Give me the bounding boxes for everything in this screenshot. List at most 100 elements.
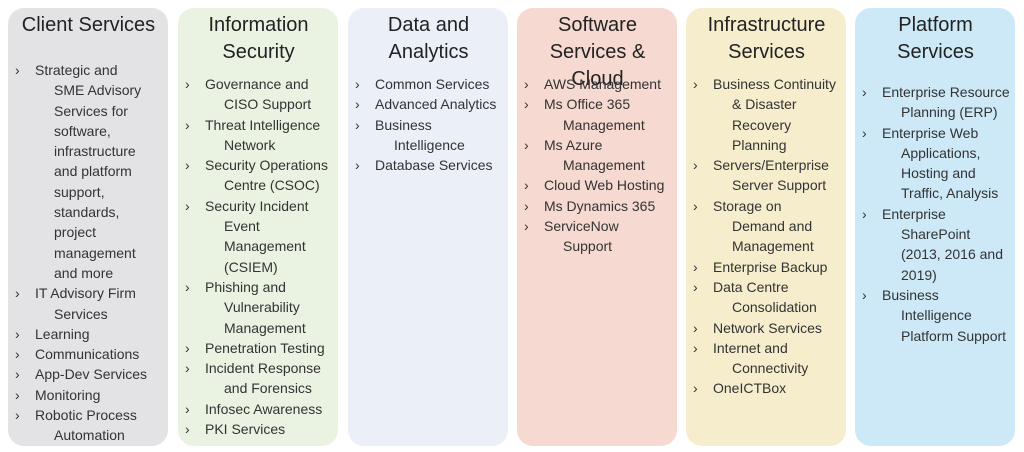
- list-item-line: IT Advisory Firm: [35, 285, 136, 302]
- list-item-text: Cloud Web Hosting: [544, 175, 673, 195]
- list-item-line: Server Support: [732, 177, 827, 194]
- list-item-line: Consolidation: [732, 299, 817, 316]
- chevron-right-icon: ›: [185, 197, 190, 214]
- column-title-line: Information: [208, 14, 309, 36]
- chevron-right-icon: ›: [185, 157, 190, 174]
- chevron-right-icon: ›: [15, 325, 20, 342]
- chevron-right-icon: ›: [693, 76, 698, 92]
- chevron-right-icon: ›: [185, 116, 190, 133]
- list-item-line: Communications: [35, 346, 140, 363]
- list-item-line: Ms Dynamics 365: [544, 197, 656, 214]
- list-item-line: Intelligence: [394, 136, 465, 153]
- chevron-right-icon: ›: [185, 360, 190, 377]
- chevron-right-icon: ›: [355, 116, 360, 133]
- list-item-line: software,: [54, 122, 111, 139]
- list-item-line: Enterprise: [882, 205, 946, 222]
- list-item-line: Ms Azure: [544, 136, 603, 153]
- list-item: › OneICTBox: [693, 378, 842, 398]
- chevron-right-icon: ›: [185, 400, 190, 417]
- list-item-line: AWS Management: [544, 76, 661, 92]
- chevron-right-icon: ›: [185, 76, 190, 92]
- list-item: › Ms Dynamics 365: [524, 196, 673, 216]
- list-item-line: CISO Support: [224, 96, 312, 113]
- chevron-right-icon: ›: [693, 380, 698, 397]
- list-item-line: Network Services: [713, 319, 822, 336]
- list-item-text: OneICTBox: [713, 378, 842, 398]
- list-item: ›PKI Services: [185, 419, 334, 439]
- chevron-right-icon: ›: [15, 386, 20, 403]
- list-item-line: Demand and: [732, 218, 813, 235]
- list-item-line: and platform: [54, 163, 132, 180]
- list-item-text: Ms Dynamics 365: [544, 196, 673, 216]
- list-item-line: support,: [54, 183, 105, 200]
- column-title-line: Software: [558, 14, 637, 36]
- list-item: ›AWS Management: [524, 74, 673, 94]
- chevron-right-icon: ›: [524, 197, 529, 214]
- list-item-text: App-Dev Services: [35, 364, 164, 384]
- list-item-line: Services: [54, 305, 108, 322]
- list-item-line: Incident Response: [205, 360, 321, 377]
- list-item-text: Enterprise Backup: [713, 257, 842, 277]
- list-item-line: Phishing and: [205, 278, 286, 295]
- list-item-line: App-Dev Services: [35, 366, 148, 383]
- column-title-line: Services: [897, 41, 974, 63]
- chevron-right-icon: ›: [862, 205, 867, 222]
- list-item-line: Management: [563, 116, 645, 133]
- list-item-text: Network Services: [713, 318, 842, 338]
- list-item-line: Strategic and: [35, 62, 118, 78]
- list-item-line: Business: [882, 286, 939, 303]
- list-item-line: Servers/Enterprise: [713, 157, 829, 174]
- list-item-text: Database Services: [375, 155, 504, 175]
- list-item-line: PKI Services: [205, 421, 286, 438]
- list-item-line: SME Advisory: [54, 82, 142, 99]
- list-item: ›Advanced Analytics: [355, 94, 504, 114]
- list-item-line: & Disaster: [732, 96, 797, 113]
- chevron-right-icon: ›: [862, 84, 867, 100]
- list-item-text: Penetration Testing: [205, 338, 334, 358]
- chevron-right-icon: ›: [862, 124, 867, 141]
- list-item-text: Monitoring: [35, 385, 164, 405]
- list-item-line: OneICTBox: [713, 380, 787, 397]
- list-item: ›Communications: [15, 344, 164, 364]
- list-item-line: Security Operations: [205, 157, 328, 174]
- list-item-text: Common Services: [375, 74, 504, 94]
- list-item-line: Management: [563, 157, 645, 174]
- chevron-right-icon: ›: [693, 157, 698, 174]
- list-item-line: Learning: [35, 325, 90, 342]
- list-item-line: Platform Support: [901, 327, 1007, 344]
- list-item-line: Planning: [732, 136, 787, 153]
- list-item-line: Intelligence: [901, 307, 972, 324]
- list-item: ›Infosec Awareness: [185, 399, 334, 419]
- list-item-line: Support: [563, 238, 613, 255]
- list-item-line: Robotic Process: [35, 407, 137, 424]
- list-item-line: Internet and: [713, 339, 788, 356]
- list-item-line: Enterprise Backup: [713, 258, 828, 275]
- list-item-line: Automation: [54, 427, 125, 444]
